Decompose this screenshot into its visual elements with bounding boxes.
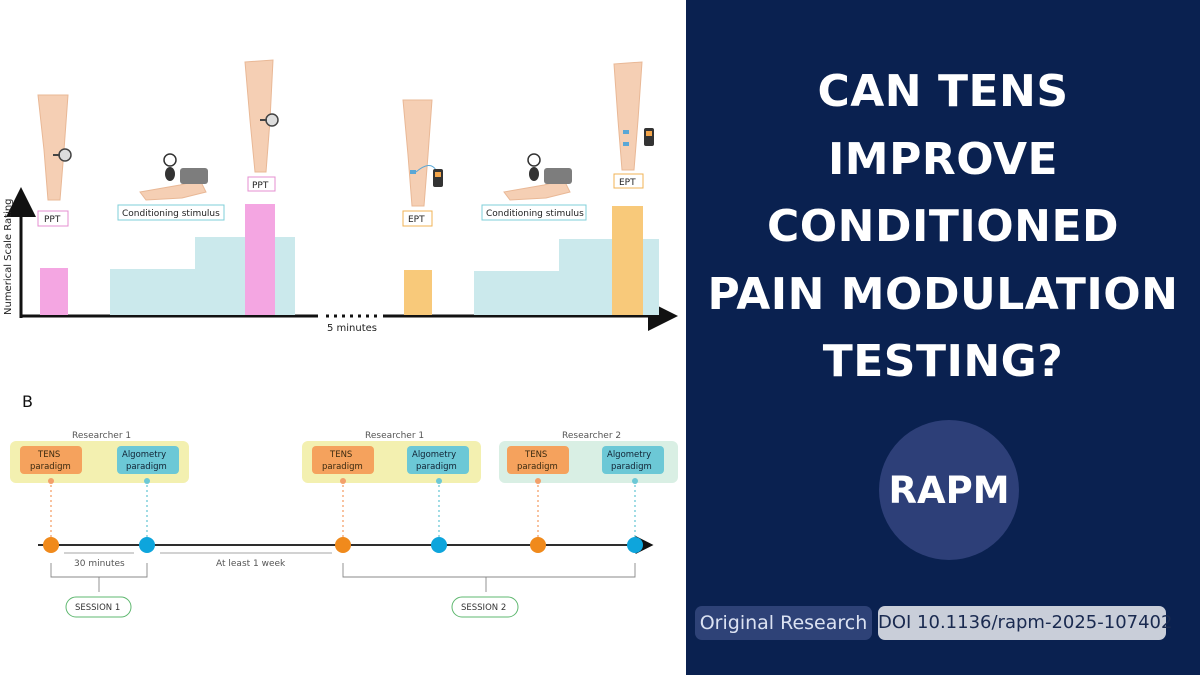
ppt-bar-test: [245, 204, 275, 315]
svg-text:Algometry: Algometry: [122, 450, 166, 460]
forearm-tens-illustration-2: [613, 61, 654, 171]
timepoint-tens-1: [43, 537, 59, 553]
timepoint-algometry-2: [431, 537, 447, 553]
y-axis-label: Numerical Scale Rating: [3, 198, 14, 315]
forearm-tens-illustration-1: [402, 99, 443, 207]
headline-line-4: PAIN MODULATION: [707, 268, 1179, 320]
journal-badge: RAPM: [879, 420, 1019, 560]
svg-text:EPT: EPT: [619, 178, 636, 188]
svg-text:paradigm: paradigm: [517, 462, 558, 472]
ppt-label-box-2: PPT: [247, 176, 276, 192]
ppt-bar-baseline: [40, 268, 68, 315]
headline-line-5: TESTING?: [822, 336, 1064, 387]
interval-30-label: 30 minutes: [74, 559, 125, 569]
tens-paradigm-box-3: TENS paradigm: [507, 446, 569, 474]
panel-b: B Researcher 1 Researcher 1 Researcher 2…: [10, 392, 678, 618]
svg-text:SESSION 2: SESSION 2: [461, 603, 506, 613]
researcher-1-label-a: Researcher 1: [72, 431, 131, 441]
journal-badge-text: RAPM: [888, 468, 1010, 512]
conditioning-bar-low-1: [110, 269, 195, 315]
conditioning-bar-low-2: [474, 271, 559, 315]
arm-cuff-illustration-2: [503, 153, 572, 201]
gap-label: 5 minutes: [327, 323, 377, 334]
panel-b-letter: B: [22, 392, 33, 411]
session-2-pill: SESSION 2: [451, 596, 519, 618]
svg-text:PPT: PPT: [44, 215, 61, 225]
forearm-algometer-illustration-2: [244, 59, 279, 173]
connector-dots: [48, 478, 638, 484]
arm-cuff-illustration-1: [139, 153, 208, 201]
svg-text:Conditioning stimulus: Conditioning stimulus: [486, 209, 584, 219]
ept-label-box-1: EPT: [402, 210, 433, 227]
session-1-pill: SESSION 1: [65, 596, 132, 618]
svg-text:SESSION 1: SESSION 1: [75, 603, 120, 613]
ept-bar-baseline: [404, 270, 432, 315]
timepoint-algometry-3: [627, 537, 643, 553]
algometry-paradigm-box-2: Algometry paradigm: [407, 446, 469, 474]
session-1-bracket: [50, 563, 148, 592]
svg-text:paradigm: paradigm: [126, 462, 167, 472]
headline: CAN TENS IMPROVE CONDITIONED PAIN MODULA…: [686, 58, 1200, 396]
doi-tag: DOI 10.1136/rapm-2025-107402: [878, 606, 1172, 640]
timepoint-tens-2: [335, 537, 351, 553]
timeline-connectors: [50, 480, 636, 538]
study-design-diagram: Numerical Scale Rating 5 minutes PPT PPT…: [3, 59, 678, 618]
svg-text:Algometry: Algometry: [607, 450, 651, 460]
tens-paradigm-box-1: TENS paradigm: [20, 446, 82, 474]
svg-text:TENS: TENS: [524, 450, 547, 460]
svg-text:Conditioning stimulus: Conditioning stimulus: [122, 209, 220, 219]
session-2-bracket: [342, 563, 636, 592]
headline-line-1: CAN TENS: [817, 66, 1069, 117]
panel-a: Numerical Scale Rating 5 minutes PPT PPT…: [3, 59, 678, 334]
article-type-tag: Original Research: [695, 606, 872, 640]
svg-text:TENS: TENS: [37, 450, 60, 460]
headline-panel: CAN TENS IMPROVE CONDITIONED PAIN MODULA…: [686, 0, 1200, 675]
conditioning-label-box-2: Conditioning stimulus: [481, 204, 587, 221]
ept-label-box-2: EPT: [613, 173, 644, 189]
svg-text:EPT: EPT: [408, 215, 425, 225]
headline-line-3: CONDITIONED: [766, 201, 1120, 252]
algometry-paradigm-box-1: Algometry paradigm: [117, 446, 179, 474]
ept-bar-test: [612, 206, 643, 315]
conditioning-bar-high-2: [559, 239, 659, 315]
ppt-label-box-1: PPT: [37, 210, 69, 227]
timepoint-algometry-1: [139, 537, 155, 553]
tens-paradigm-box-2: TENS paradigm: [312, 446, 374, 474]
figure-area: Numerical Scale Rating 5 minutes PPT PPT…: [3, 59, 678, 618]
algometry-paradigm-box-3: Algometry paradigm: [602, 446, 664, 474]
svg-text:TENS: TENS: [329, 450, 352, 460]
svg-text:paradigm: paradigm: [416, 462, 457, 472]
svg-text:paradigm: paradigm: [322, 462, 363, 472]
timepoint-tens-3: [530, 537, 546, 553]
researcher-2-label: Researcher 2: [562, 431, 621, 441]
interval-week-label: At least 1 week: [216, 559, 286, 569]
svg-text:PPT: PPT: [252, 181, 269, 191]
forearm-algometer-illustration-1: [37, 94, 72, 201]
svg-text:Algometry: Algometry: [412, 450, 456, 460]
conditioning-label-box-1: Conditioning stimulus: [117, 204, 225, 221]
svg-text:paradigm: paradigm: [611, 462, 652, 472]
headline-line-2: IMPROVE: [827, 133, 1059, 185]
researcher-1-label-b: Researcher 1: [365, 431, 424, 441]
svg-text:paradigm: paradigm: [30, 462, 71, 472]
